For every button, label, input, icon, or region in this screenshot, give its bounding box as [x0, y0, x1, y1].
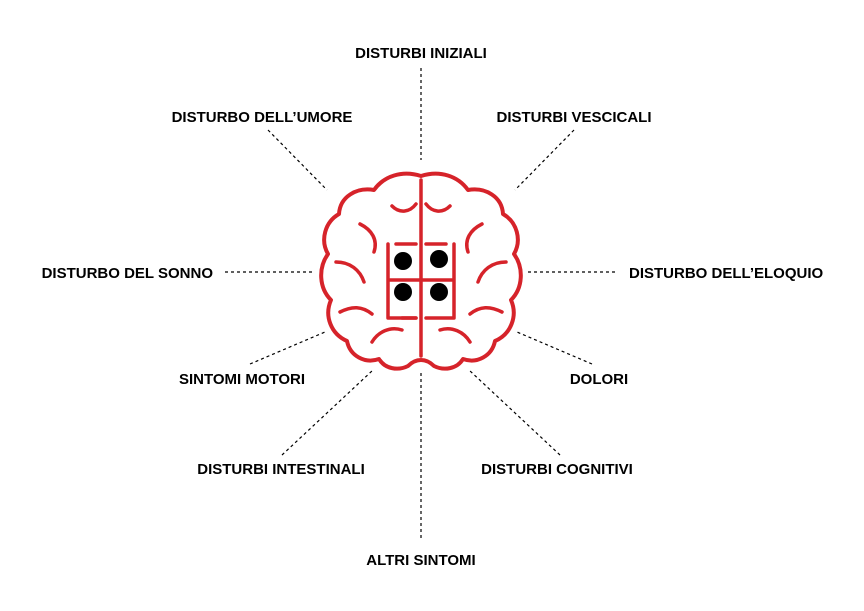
label-bottom: ALTRI SINTOMI	[366, 552, 475, 569]
label-right: DISTURBO DELL’ELOQUIO	[629, 265, 824, 282]
brain-dot-bottom-right	[430, 283, 448, 301]
label-mid-left: SINTOMI MOTORI	[179, 371, 305, 388]
brain-fold-right-2	[465, 222, 484, 254]
brain-fold-right-inner	[424, 242, 456, 320]
brain-dot-top-right	[430, 250, 448, 268]
connector-top-right	[514, 129, 575, 191]
connector-top-left	[267, 129, 328, 191]
connector-bottom-right	[468, 369, 561, 456]
brain-fold-right-3	[476, 260, 508, 284]
brain-fold-left-3	[334, 260, 366, 284]
brain-fold-left-2	[358, 222, 377, 254]
brain-dot-bottom-left	[394, 283, 412, 301]
connector-mid-right	[516, 331, 593, 365]
brain-fold-left-1	[390, 202, 418, 213]
connectors	[225, 68, 616, 540]
label-top-right: DISTURBI VESCICALI	[496, 109, 651, 126]
brain-fold-left-inner	[386, 242, 418, 320]
brain-fold-right-5	[438, 327, 472, 344]
label-mid-right: DOLORI	[570, 371, 628, 388]
connector-bottom-left	[281, 369, 374, 456]
brain-icon	[319, 171, 523, 371]
label-bottom-left: DISTURBI INTESTINALI	[197, 461, 365, 478]
label-bottom-right: DISTURBI COGNITIVI	[481, 461, 633, 478]
label-top-left: DISTURBO DELL’UMORE	[172, 109, 353, 126]
connector-mid-left	[249, 331, 326, 365]
brain-fold-right-1	[424, 202, 452, 213]
brain-fold-left-4	[338, 306, 374, 316]
brain-fold-left-5	[370, 327, 404, 344]
brain-fold-right-4	[468, 306, 504, 316]
label-left: DISTURBO DEL SONNO	[42, 265, 214, 282]
labels: DISTURBI INIZIALI DISTURBO DELL’UMORE DI…	[42, 45, 824, 569]
label-top: DISTURBI INIZIALI	[355, 45, 487, 62]
brain-dot-top-left	[394, 252, 412, 270]
